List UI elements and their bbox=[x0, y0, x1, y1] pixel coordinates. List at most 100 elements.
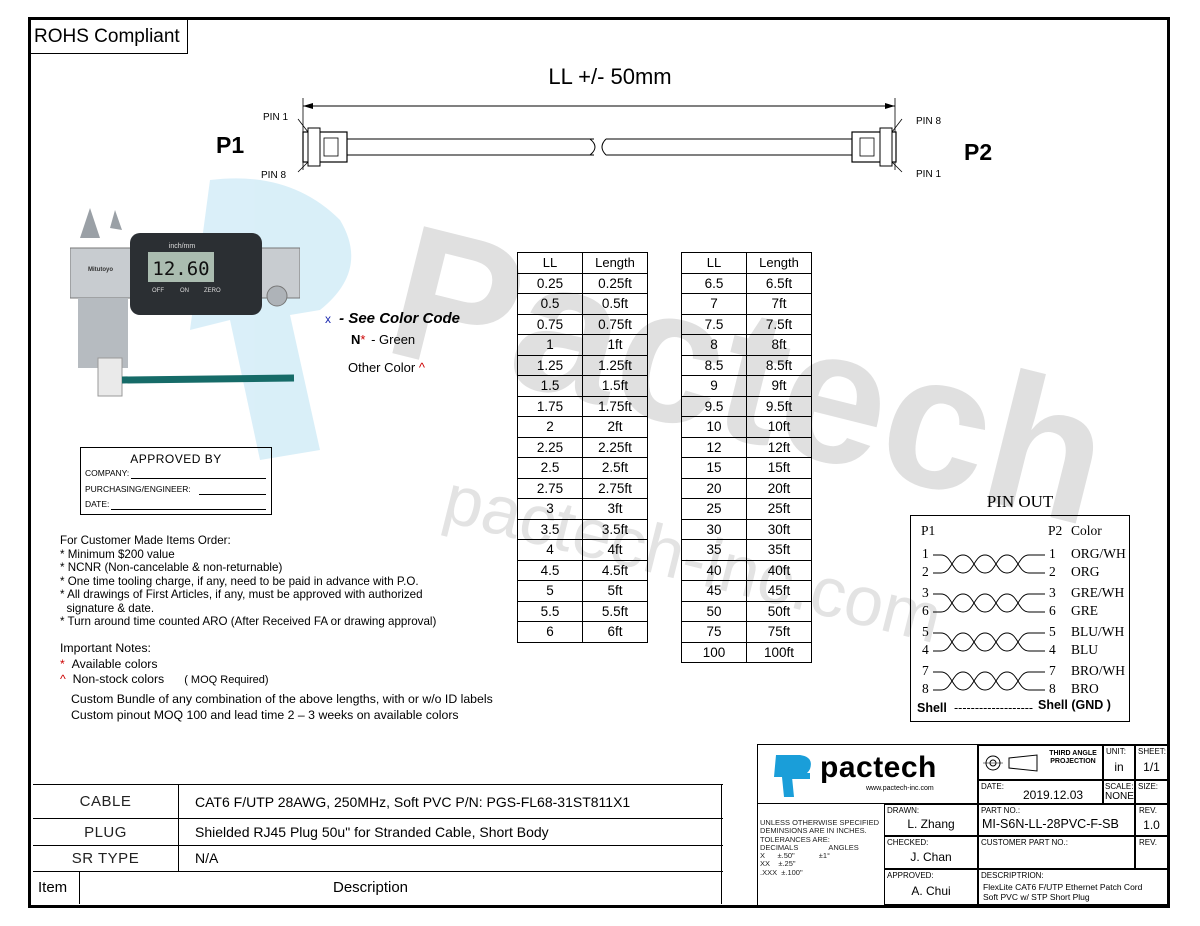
length-cell: 12ft bbox=[746, 436, 812, 458]
customer-note: * All drawings of First Articles, if any… bbox=[60, 588, 423, 601]
ll-cell: 2.75 bbox=[517, 477, 583, 499]
ll-cell: 6 bbox=[517, 621, 583, 643]
ll-cell: 0.75 bbox=[517, 313, 583, 335]
available-symbol: * bbox=[60, 656, 65, 671]
projection-symbol-icon bbox=[983, 754, 1038, 772]
approved-cell: APPROVED: A. Chui bbox=[884, 869, 978, 905]
ll-cell: 40 bbox=[681, 559, 747, 581]
shell-left: Shell bbox=[917, 701, 947, 715]
length-cell: 100ft bbox=[746, 641, 812, 663]
ll-cell: 0.5 bbox=[517, 293, 583, 315]
p1-pin1-label: PIN 1 bbox=[263, 112, 289, 123]
ll-cell: 25 bbox=[681, 498, 747, 520]
see-color-code-text: - See Color Code bbox=[339, 310, 461, 327]
sheet-cell: SHEET: 1/1 bbox=[1135, 745, 1168, 780]
length-label: LL +/- 50mm bbox=[548, 64, 672, 89]
see-color-code-row: x - See Color Code bbox=[325, 310, 460, 327]
wire-color: BLU bbox=[1071, 642, 1098, 657]
x-mark: x bbox=[325, 312, 331, 326]
part-no-label: PART NO.: bbox=[981, 806, 1021, 815]
tolerance-line: TOLERANCES ARE: bbox=[760, 834, 830, 844]
ll-cell: 2 bbox=[517, 416, 583, 438]
checked-label: CHECKED: bbox=[887, 838, 929, 847]
wire-color: ORG/WH bbox=[1071, 546, 1126, 561]
twisted-pair-wire bbox=[933, 671, 1045, 691]
ll-cell: 3 bbox=[517, 498, 583, 520]
logo-text: pactech bbox=[820, 751, 937, 784]
table-header-cell: Length bbox=[582, 252, 648, 274]
right-plug bbox=[851, 118, 903, 173]
ll-cell: 4 bbox=[517, 539, 583, 561]
pin-number: 7 bbox=[922, 663, 929, 678]
length-cell: 75ft bbox=[746, 621, 812, 643]
wire-color: GRE bbox=[1071, 603, 1098, 618]
rev-cell: REV. 1.0 bbox=[1135, 804, 1168, 836]
pin-number: 7 bbox=[1049, 663, 1056, 678]
p2-pin8-label: PIN 8 bbox=[916, 116, 942, 127]
customer-note: * NCNR (Non-cancelable & non-returnable) bbox=[60, 561, 283, 574]
tolerance-block: UNLESS OTHERWISE SPECIFIED DEMINSIONS AR… bbox=[760, 818, 879, 877]
cable-drawing bbox=[297, 98, 903, 173]
twisted-pair-wire bbox=[933, 632, 1045, 652]
pactech-logo-icon bbox=[774, 755, 811, 797]
description-label: DESCRIPTRION: bbox=[981, 871, 1044, 880]
twisted-pair-wire bbox=[933, 671, 1045, 691]
length-cell: 4ft bbox=[582, 539, 648, 561]
left-plug bbox=[297, 118, 348, 173]
ll-cell: 5 bbox=[517, 580, 583, 602]
drawn-label: DRAWN: bbox=[887, 806, 920, 815]
tol-xx: XX ±.25" bbox=[760, 859, 796, 869]
scale-cell: SCALE: NONE bbox=[1103, 780, 1135, 804]
tolerance-line: DEMINSIONS ARE IN INCHES. bbox=[760, 826, 867, 836]
ll-cell: 1 bbox=[517, 334, 583, 356]
rev2-cell: REV. bbox=[1135, 836, 1168, 869]
n-symbol: * bbox=[360, 332, 366, 347]
shell-dashes: ------------------- bbox=[954, 701, 1034, 715]
pinout-title: PIN OUT bbox=[986, 492, 1054, 511]
important-notes: Important Notes: * Available colors ^ No… bbox=[60, 641, 493, 724]
ll-cell: 2.25 bbox=[517, 436, 583, 458]
green-row: N* - Green bbox=[351, 332, 415, 347]
date-value: 2019.12.03 bbox=[1023, 788, 1084, 802]
table-header-cell: LL bbox=[517, 252, 583, 274]
approved-date: DATE: bbox=[85, 499, 110, 509]
length-cell: 7.5ft bbox=[746, 313, 812, 335]
pin-number: 8 bbox=[1049, 681, 1056, 696]
checked-cell: CHECKED: J. Chan bbox=[884, 836, 978, 869]
pinout-header-color: Color bbox=[1071, 523, 1102, 538]
length-cell: 2ft bbox=[582, 416, 648, 438]
ll-cell: 10 bbox=[681, 416, 747, 438]
ll-cell: 100 bbox=[681, 641, 747, 663]
tol-x: X ±.50" bbox=[760, 851, 795, 861]
pin-number: 2 bbox=[922, 564, 929, 579]
plug-value: Shielded RJ45 Plug 50u" for Stranded Cab… bbox=[195, 824, 549, 840]
p2-pin1-label: PIN 1 bbox=[916, 169, 942, 180]
caliper-unit: inch/mm bbox=[169, 243, 196, 250]
ll-cell: 9 bbox=[681, 375, 747, 397]
ll-cell: 8.5 bbox=[681, 354, 747, 376]
customer-part-label: CUSTOMER PART NO.: bbox=[981, 838, 1068, 847]
pin-number: 4 bbox=[1049, 642, 1056, 657]
ll-cell: 1.5 bbox=[517, 375, 583, 397]
ll-cell: 4.5 bbox=[517, 559, 583, 581]
length-cell: 20ft bbox=[746, 477, 812, 499]
ll-cell: 2.5 bbox=[517, 457, 583, 479]
length-cell: 1.5ft bbox=[582, 375, 648, 397]
ll-cell: 20 bbox=[681, 477, 747, 499]
ll-cell: 15 bbox=[681, 457, 747, 479]
